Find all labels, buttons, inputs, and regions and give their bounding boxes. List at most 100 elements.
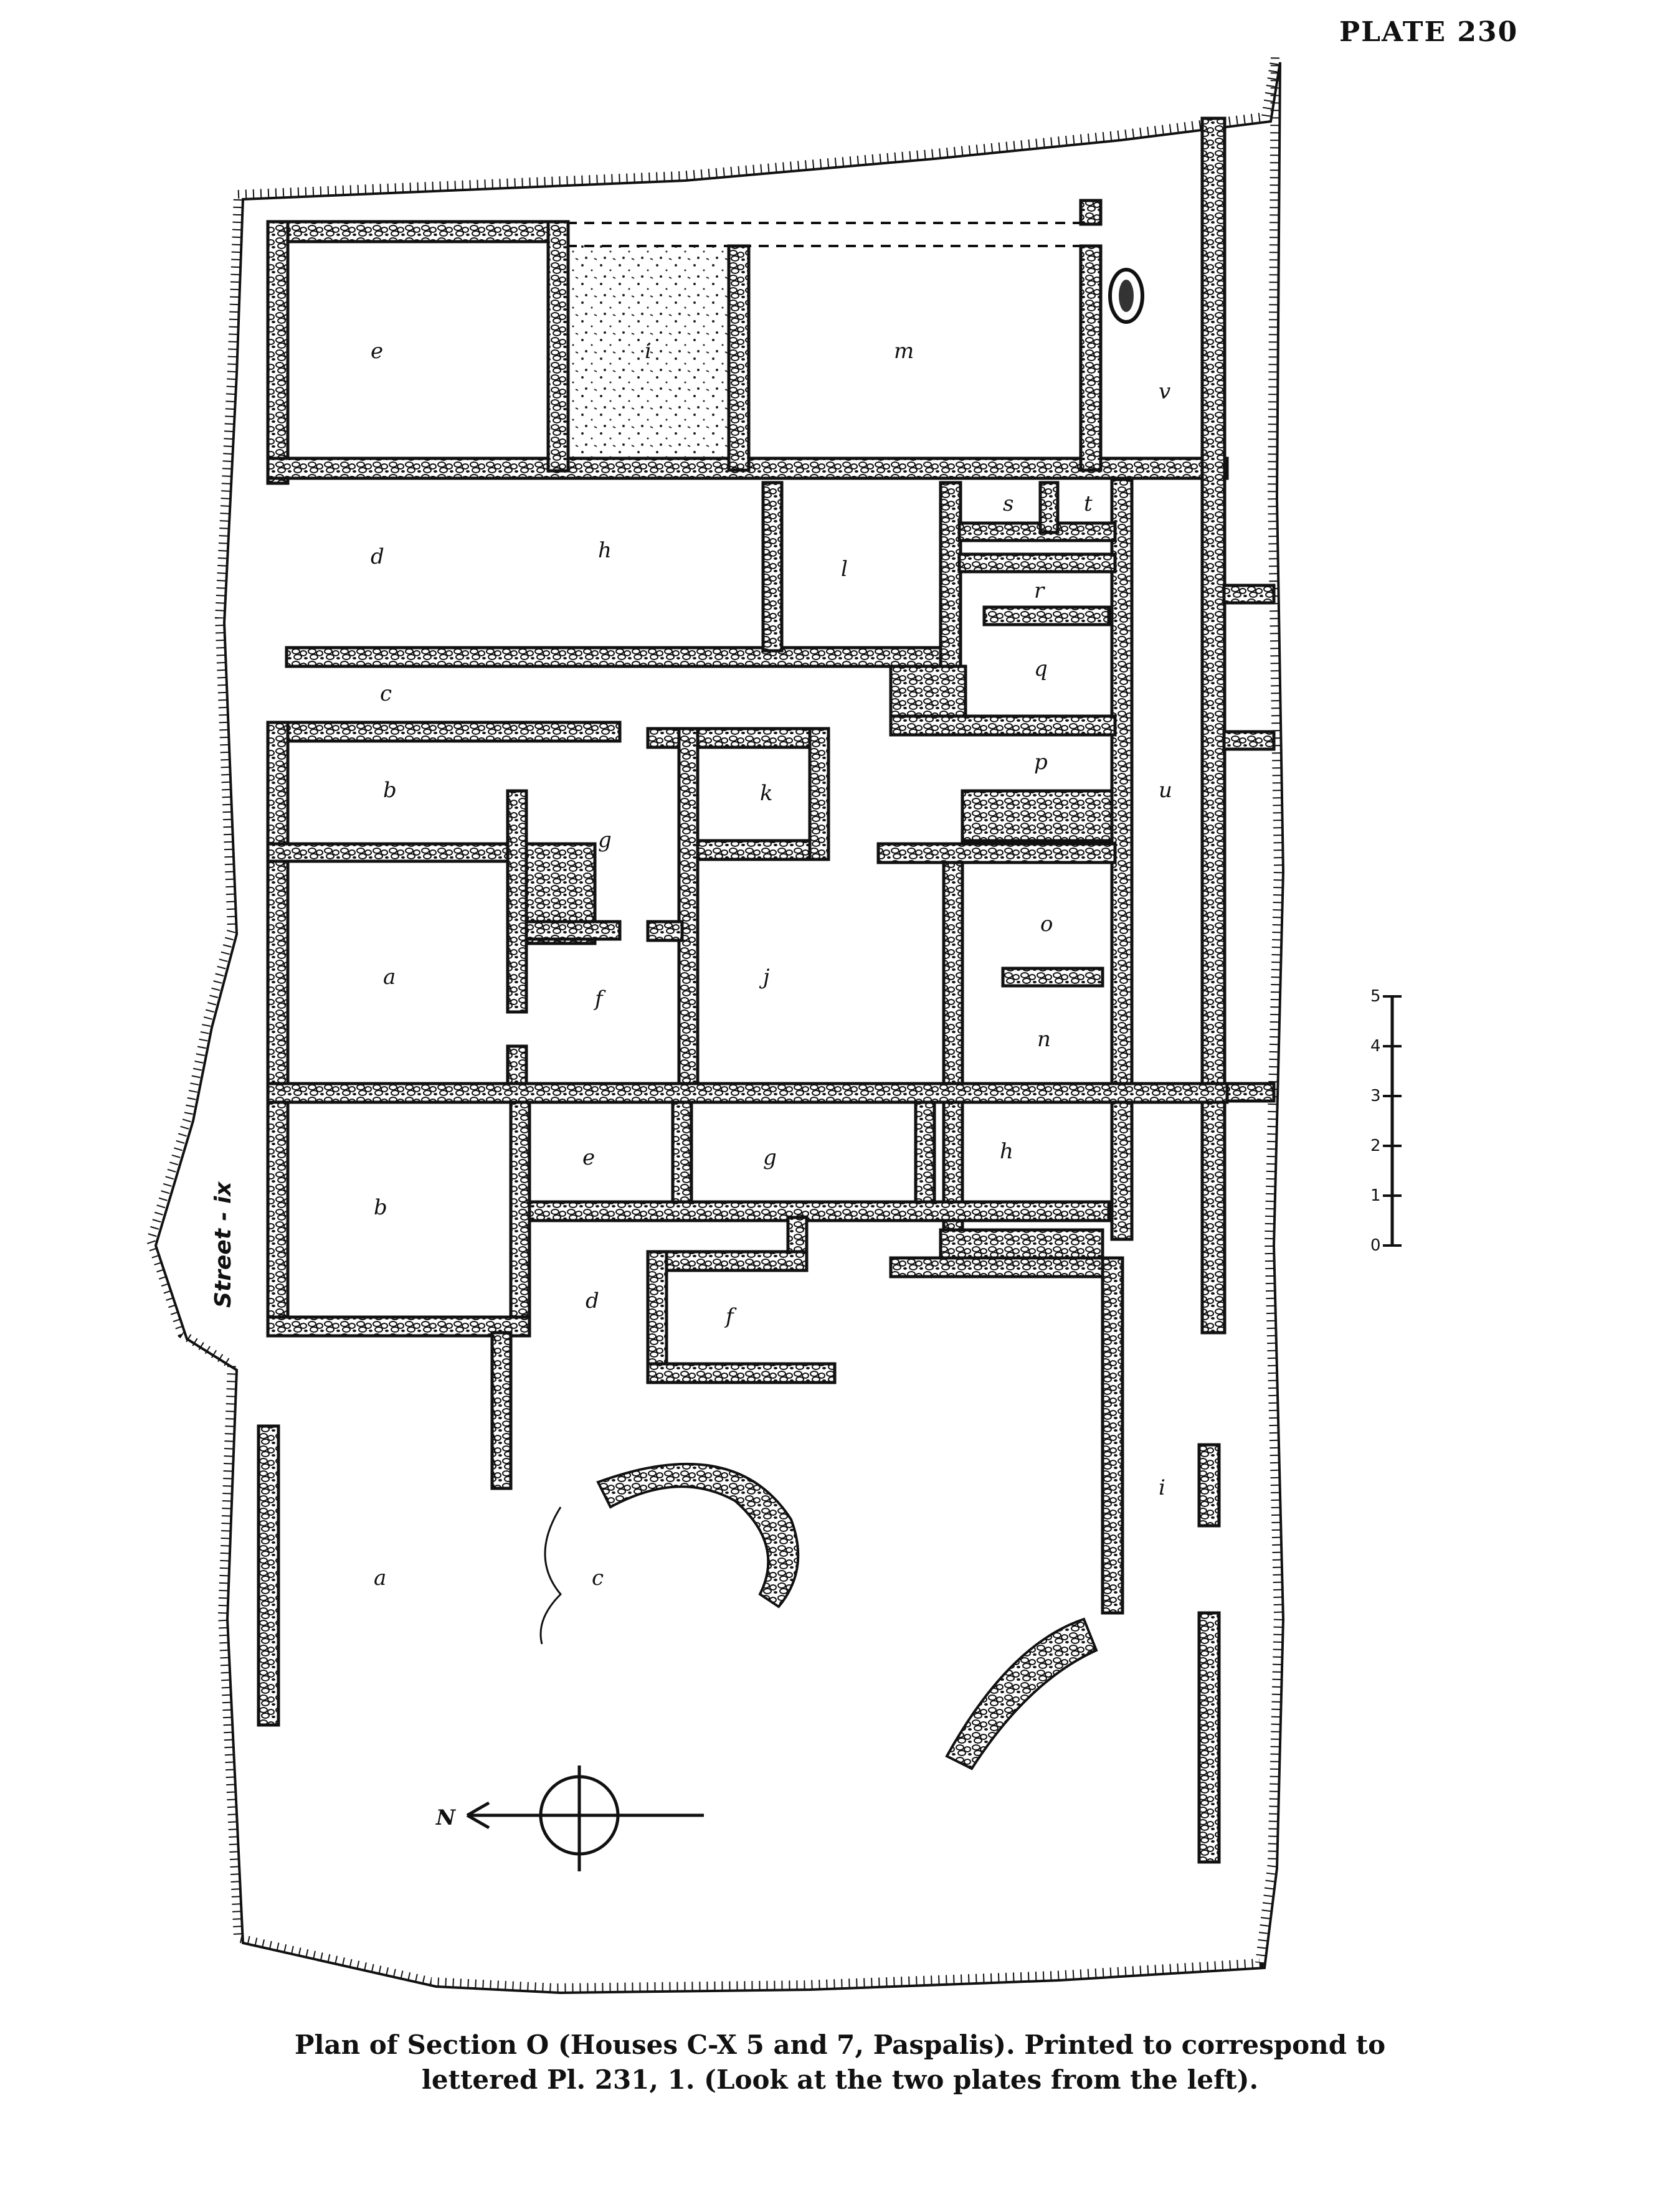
- wall: [285, 646, 955, 668]
- boundary-hatching: [146, 56, 1283, 1993]
- room-label: n: [1037, 1027, 1051, 1052]
- scale-tick-label: 3: [1370, 1087, 1381, 1105]
- room-label: k: [760, 781, 773, 806]
- wall: [490, 1331, 513, 1490]
- wall: [646, 1250, 809, 1272]
- north-arrow-icon: [466, 1765, 704, 1871]
- wall: [786, 1216, 809, 1257]
- room-label: t: [1084, 491, 1093, 516]
- wall: [889, 714, 1117, 737]
- well: [1108, 268, 1144, 324]
- room-label: r: [1034, 579, 1045, 603]
- room-label: p: [1034, 750, 1048, 775]
- room-label: f: [593, 986, 606, 1011]
- room-label: h: [1000, 1139, 1013, 1164]
- wall: [957, 521, 1117, 542]
- wall: [761, 481, 784, 653]
- wall: [546, 220, 570, 473]
- wall: [671, 1100, 693, 1216]
- room-label: d: [586, 1288, 599, 1313]
- wall: [1222, 730, 1276, 751]
- wall: [1038, 481, 1060, 534]
- room-label: f: [724, 1304, 737, 1329]
- scale-tick-label: 0: [1370, 1236, 1381, 1255]
- wall: [266, 1082, 1229, 1104]
- wall: [1200, 116, 1227, 1335]
- wall: [266, 1315, 531, 1338]
- room-label: g: [598, 828, 612, 853]
- section-plan-drawing: e i m v d h l s t r q c b g k p u a f j …: [146, 56, 1402, 1995]
- wall: [266, 842, 513, 863]
- wall: [646, 727, 830, 749]
- sketch-line: [539, 1506, 562, 1645]
- wall: [266, 721, 622, 743]
- room-label: b: [383, 778, 397, 803]
- wall: [1197, 1611, 1221, 1864]
- wall: [646, 1362, 837, 1384]
- wall: [1079, 199, 1103, 226]
- wall: [961, 789, 1114, 843]
- street-label: Street - ix: [211, 1181, 236, 1308]
- wall: [1079, 244, 1103, 472]
- room-label: a: [383, 965, 396, 990]
- figure-caption: Plan of Section O (Houses C-X 5 and 7, P…: [0, 2028, 1680, 2097]
- room-label: o: [1040, 912, 1053, 937]
- room-label: i: [645, 339, 652, 364]
- wall: [266, 220, 569, 243]
- room-label: g: [763, 1145, 777, 1170]
- wall: [1222, 1082, 1276, 1103]
- excavation-boundary: [154, 62, 1285, 1995]
- wall: [1101, 1256, 1124, 1615]
- scale-tick-label: 1: [1370, 1186, 1381, 1205]
- wall: [528, 1200, 1111, 1222]
- room-label: l: [841, 557, 848, 582]
- wall: [1222, 584, 1276, 605]
- wall: [889, 1256, 1104, 1279]
- scale-tick-label: 5: [1370, 987, 1381, 1006]
- wall: [677, 727, 700, 1104]
- room-label: v: [1159, 379, 1170, 404]
- wall: [524, 920, 622, 941]
- wall: [257, 1424, 280, 1727]
- room-label: e: [371, 339, 383, 364]
- scale-tick-label: 4: [1370, 1037, 1381, 1056]
- north-label: N: [435, 1805, 457, 1830]
- caption-line-2: lettered Pl. 231, 1. (Look at the two pl…: [421, 2064, 1259, 2095]
- room-label: h: [598, 538, 612, 563]
- room-label: i: [1159, 1475, 1165, 1500]
- wall: [914, 1100, 936, 1216]
- room-label: m: [894, 339, 914, 364]
- wall: [1001, 967, 1104, 988]
- room-label: u: [1159, 778, 1172, 803]
- well-inner: [1119, 280, 1134, 312]
- room-label: s: [1003, 491, 1013, 516]
- wall: [939, 481, 962, 671]
- wall: [506, 789, 528, 1014]
- room-label: c: [380, 681, 392, 706]
- plate-number: PLATE 230: [1339, 16, 1519, 48]
- rubble-arc: [596, 1462, 800, 1609]
- wall: [808, 727, 830, 861]
- room-label: j: [759, 965, 770, 990]
- wall: [266, 721, 290, 1335]
- wall: [509, 1100, 531, 1322]
- wall: [1197, 1443, 1221, 1528]
- wall: [876, 842, 1117, 864]
- wall: [942, 861, 964, 1232]
- scale-bar: [1383, 995, 1402, 1247]
- paved-court: [568, 242, 729, 458]
- wall: [266, 220, 290, 485]
- room-label: b: [374, 1195, 387, 1220]
- room-label: q: [1034, 656, 1048, 681]
- wall: [727, 244, 751, 472]
- caption-line-1: Plan of Section O (Houses C-X 5 and 7, P…: [294, 2030, 1386, 2060]
- wall: [939, 1228, 1104, 1260]
- room-label: d: [371, 544, 384, 569]
- rubble-arc: [945, 1617, 1098, 1770]
- scale-tick-label: 2: [1370, 1137, 1381, 1155]
- wall: [646, 920, 684, 942]
- wall: [982, 605, 1111, 626]
- room-label: a: [374, 1566, 386, 1590]
- room-label: c: [592, 1566, 604, 1590]
- wall: [957, 552, 1117, 574]
